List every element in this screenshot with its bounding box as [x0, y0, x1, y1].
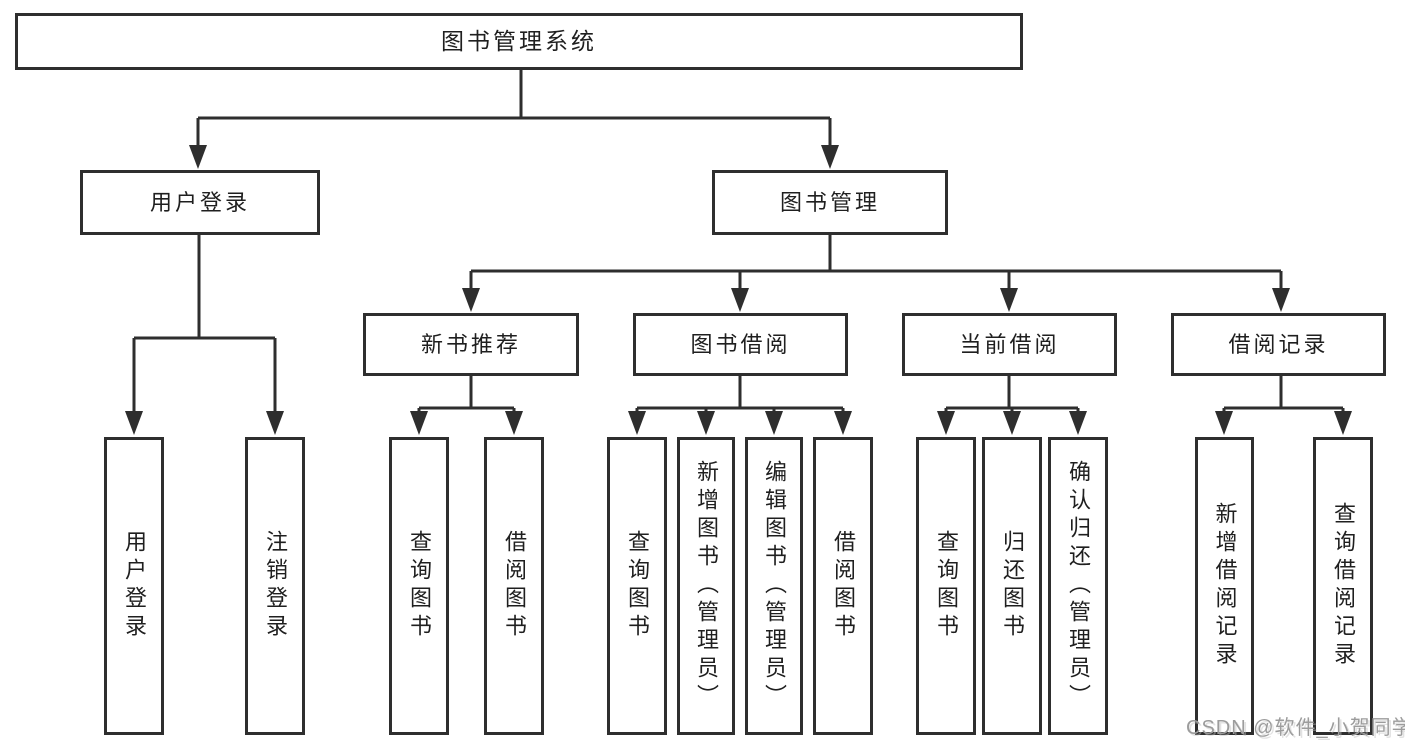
leaf-return-book: 归还图书 [982, 437, 1042, 735]
leaf-query-borrow-record: 查询借阅记录 [1313, 437, 1373, 735]
node-borrowing-records: 借阅记录 [1171, 313, 1386, 376]
leaf-borrow-books-borrowing: 借阅图书 [813, 437, 873, 735]
node-user-login: 用户登录 [80, 170, 320, 235]
leaf-confirm-return-admin: 确认归还（管理员） [1048, 437, 1108, 735]
node-new-book-recommend: 新书推荐 [363, 313, 579, 376]
node-book-management: 图书管理 [712, 170, 948, 235]
leaf-query-books-recommend: 查询图书 [389, 437, 449, 735]
leaf-query-books-current: 查询图书 [916, 437, 976, 735]
leaf-add-book-admin: 新增图书（管理员） [677, 437, 735, 735]
node-library-management-system: 图书管理系统 [15, 13, 1023, 70]
leaf-add-borrow-record: 新增借阅记录 [1195, 437, 1254, 735]
leaf-query-books-borrowing: 查询图书 [607, 437, 667, 735]
leaf-user-login: 用户登录 [104, 437, 164, 735]
leaf-borrow-books-recommend: 借阅图书 [484, 437, 544, 735]
leaf-logout: 注销登录 [245, 437, 305, 735]
leaf-edit-book-admin: 编辑图书（管理员） [745, 437, 803, 735]
node-current-borrowing: 当前借阅 [902, 313, 1117, 376]
node-book-borrowing: 图书借阅 [633, 313, 848, 376]
watermark: CSDN @软件_小贺同学 [1186, 717, 1405, 739]
